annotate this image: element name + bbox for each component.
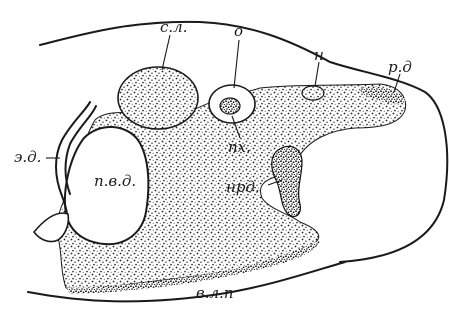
leader-sl [162,35,170,70]
blob-sl [118,67,198,129]
label-nrd: нрд. [226,178,260,196]
circle-o-inner [220,98,240,114]
label-rd: р.д [388,58,412,76]
label-vlp: в.л.п [196,284,233,302]
dark-region-nrd [272,146,302,216]
label-n: н [314,46,324,64]
leader-o [234,40,239,88]
bump-n [302,86,324,100]
label-o: о [234,22,243,40]
label-ed: э.д. [14,148,41,166]
label-pvd: п.в.д. [94,172,136,190]
label-px: пх. [228,138,251,156]
leader-n [315,62,319,86]
label-sl: с.л. [160,18,188,36]
